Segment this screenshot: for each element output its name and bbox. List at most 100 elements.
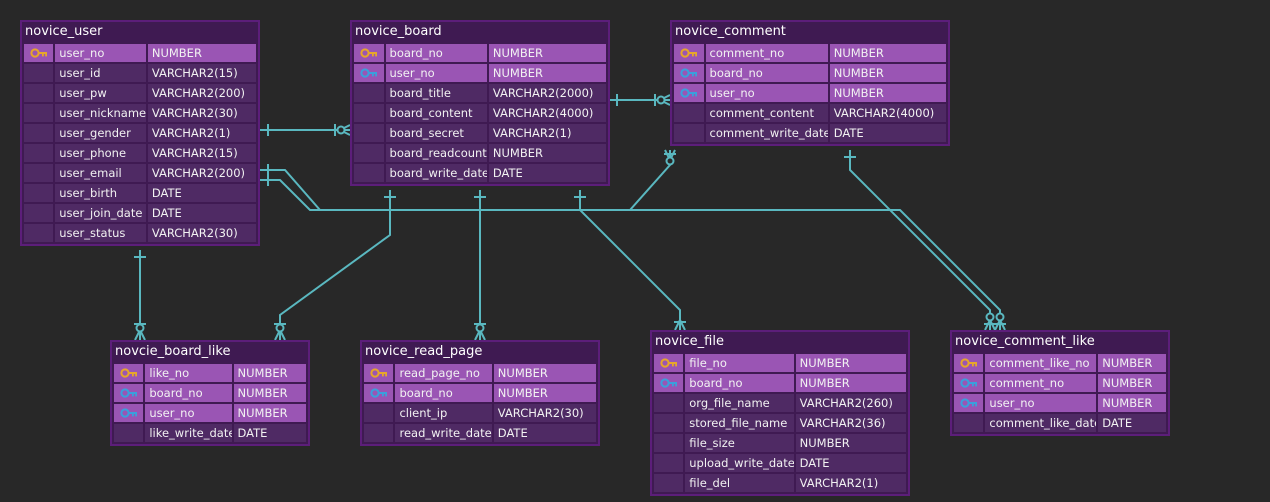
foreign-key-icon <box>354 64 384 82</box>
rel-board-read-page[interactable] <box>474 190 486 341</box>
column-name: user_phone <box>55 144 146 162</box>
key-cell-empty <box>654 474 684 492</box>
rel-user-comment-like[interactable] <box>260 174 1006 331</box>
column-name: board_readcount <box>385 144 487 162</box>
column-name: org_file_name <box>685 394 794 412</box>
rel-board-board-like[interactable] <box>274 190 396 341</box>
column-type: VARCHAR2(4000) <box>488 104 606 122</box>
column-type: NUMBER <box>829 64 946 82</box>
key-cell-empty <box>24 164 54 182</box>
column-name: stored_file_name <box>685 414 794 432</box>
primary-key-icon <box>114 364 144 382</box>
key-cell-empty <box>654 414 684 432</box>
column-type: VARCHAR2(200) <box>147 164 256 182</box>
rel-user-board-like[interactable] <box>134 250 146 341</box>
column-type: NUMBER <box>795 434 906 452</box>
rel-user-board[interactable] <box>260 124 351 136</box>
column-type: NUMBER <box>795 374 906 392</box>
rel-board-comment[interactable] <box>610 94 671 106</box>
key-cell-empty <box>24 184 54 202</box>
key-cell-empty <box>674 124 704 142</box>
rel-board-file[interactable] <box>574 190 686 331</box>
column-name: comment_content <box>705 104 828 122</box>
primary-key-icon <box>654 354 684 372</box>
column-name: user_no <box>55 44 146 62</box>
column-type: DATE <box>493 424 597 442</box>
column-name: comment_no <box>985 374 1097 392</box>
column-type: NUMBER <box>233 404 306 422</box>
column-name: read_page_no <box>395 364 492 382</box>
primary-key-icon <box>954 354 984 372</box>
column-name: board_no <box>685 374 794 392</box>
column-type: NUMBER <box>829 84 946 102</box>
column-type: NUMBER <box>829 44 946 62</box>
column-type: VARCHAR2(2000) <box>488 84 606 102</box>
column-type: NUMBER <box>488 44 606 62</box>
foreign-key-icon <box>674 84 704 102</box>
column-name: board_title <box>385 84 487 102</box>
column-name: comment_like_no <box>985 354 1097 372</box>
column-type: DATE <box>147 204 256 222</box>
column-type: VARCHAR2(30) <box>493 404 597 422</box>
key-cell-empty <box>364 424 394 442</box>
key-cell-empty <box>24 124 54 142</box>
rel-comment-comment-like[interactable] <box>844 150 996 331</box>
key-cell-empty <box>24 84 54 102</box>
column-type: NUMBER <box>1098 374 1166 392</box>
column-name: client_ip <box>395 404 492 422</box>
column-type: VARCHAR2(1) <box>795 474 906 492</box>
table-title: novice_comment_like <box>955 334 1095 349</box>
key-cell-empty <box>24 104 54 122</box>
column-type: VARCHAR2(30) <box>147 224 256 242</box>
key-cell-empty <box>354 84 384 102</box>
